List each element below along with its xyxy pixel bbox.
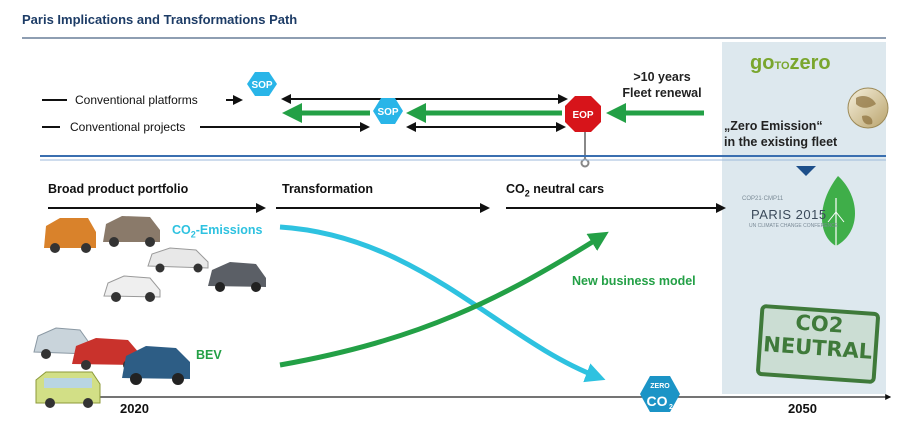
phase-co2-neutral: CO2 neutral cars [506, 182, 605, 199]
svg-text:ZERO: ZERO [650, 383, 670, 390]
leaf-icon [822, 176, 855, 246]
zero-emission-line1: „Zero Emission“ [724, 119, 823, 133]
phase-broad-portfolio: Broad product portfolio [48, 182, 189, 196]
bev-growth-curve [279, 231, 609, 368]
sop-badge-2: SOP [373, 98, 403, 124]
phase-transformation: Transformation [282, 182, 373, 196]
car-icon [44, 218, 96, 253]
page-title: Paris Implications and Transformations P… [22, 12, 298, 27]
car-icon [147, 247, 209, 273]
fleet-renewal-note: >10 years Fleet renewal [614, 69, 710, 101]
go-to-zero-logo: goTOzero [750, 52, 831, 74]
zero-emission-line2: in the existing fleet [724, 135, 838, 149]
bev-label: BEV [196, 348, 222, 362]
zero-co2-badge: ZERO CO 2 [640, 376, 680, 412]
conventional-platforms-label: Conventional platforms [75, 93, 198, 107]
eop-badge: EOP [565, 96, 601, 168]
globe-icon [847, 87, 889, 129]
fleet-renewal-line2: Fleet renewal [622, 86, 702, 100]
panel-pointer [796, 166, 816, 176]
sop-badge-1: SOP [247, 72, 277, 96]
zero-emission-note: „Zero Emission“ in the existing fleet [724, 118, 854, 150]
paris-logo-title: PARIS 2015 [751, 207, 827, 222]
car-icon [208, 262, 266, 292]
car-icon [122, 346, 190, 385]
fleet-renewal-line1: >10 years [633, 70, 691, 84]
timeline-end-year: 2050 [788, 401, 817, 416]
car-icon [103, 275, 161, 302]
new-business-model-label: New business model [572, 274, 696, 288]
svg-text:SOP: SOP [377, 107, 398, 118]
svg-text:2: 2 [669, 404, 673, 411]
svg-text:SOP: SOP [251, 80, 272, 91]
svg-text:CO: CO [647, 393, 668, 409]
co2-emissions-label: CO2-Emissions [172, 223, 263, 240]
timeline-start-year: 2020 [120, 401, 149, 416]
co2-emissions-curve [279, 224, 606, 383]
co2-neutral-stamp: CO2 NEUTRAL [755, 303, 881, 385]
paris-logo-small: COP21·CMP11 [742, 196, 784, 202]
car-icon [35, 371, 101, 408]
svg-text:EOP: EOP [572, 110, 593, 121]
paris-logo-sub: UN CLIMATE CHANGE CONFERENCE [749, 223, 839, 229]
car-icon [103, 216, 160, 247]
conventional-projects-label: Conventional projects [70, 120, 186, 134]
